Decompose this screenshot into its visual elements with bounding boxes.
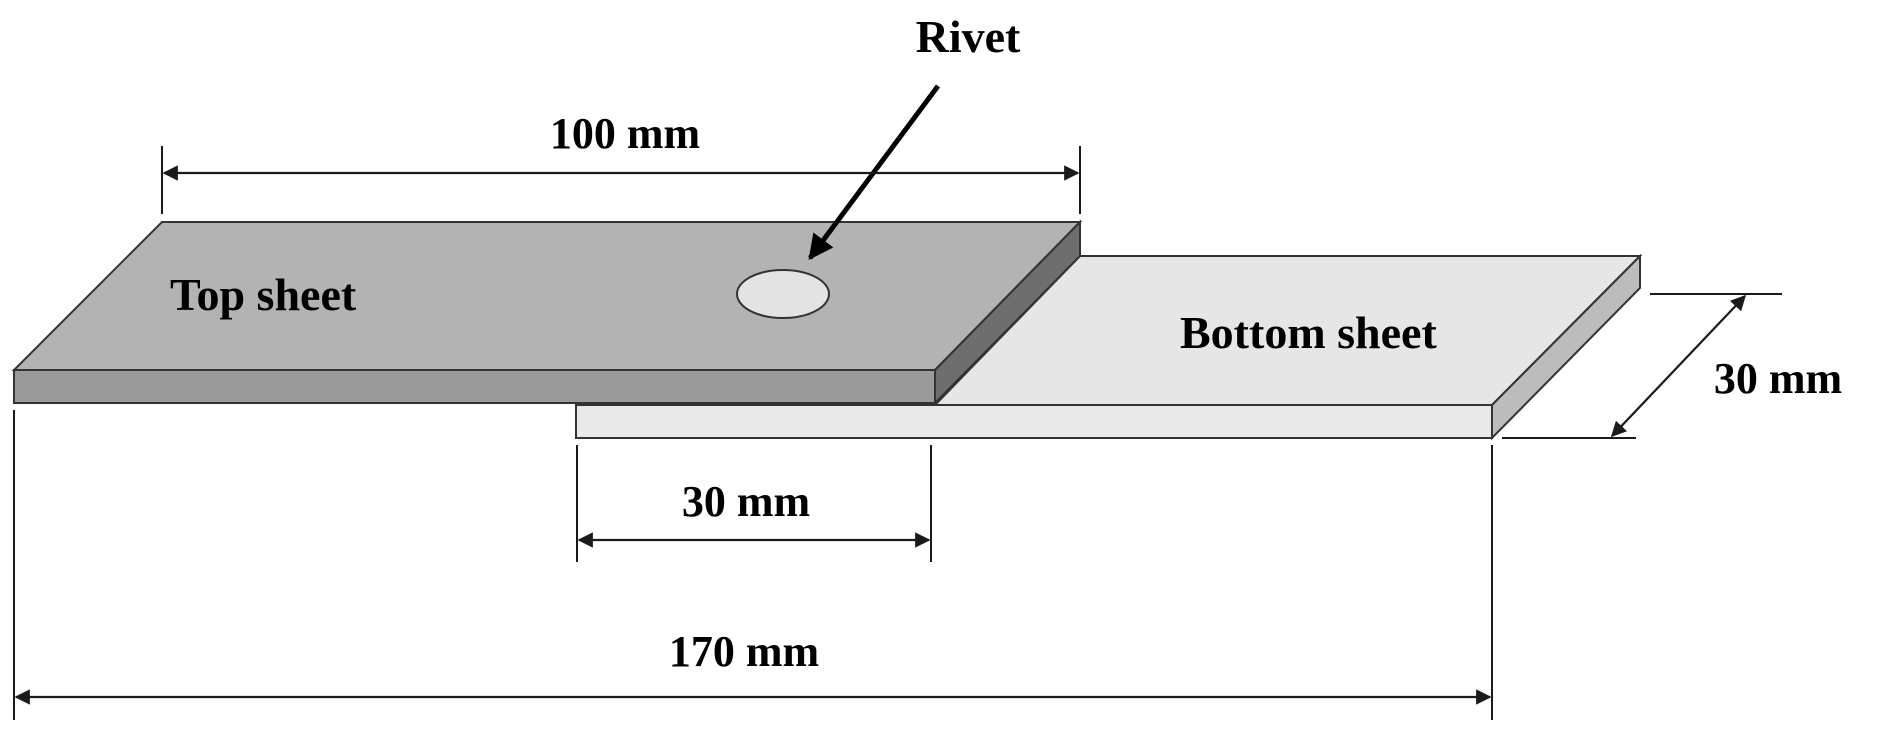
top-length-label: 100 mm	[550, 109, 700, 158]
bottom-sheet	[575, 253, 1643, 441]
top-sheet-front-face	[13, 369, 936, 404]
total-length-dimension: 170 mm	[13, 410, 1493, 720]
overlap-dimension: 30 mm	[576, 445, 932, 562]
bottom-sheet-front-face	[575, 404, 1493, 439]
top-sheet-label: Top sheet	[170, 269, 357, 320]
width-dimension: 30 mm	[1502, 293, 1842, 439]
width-label: 30 mm	[1714, 354, 1842, 403]
bottom-sheet-label: Bottom sheet	[1180, 307, 1437, 358]
rivet	[736, 269, 830, 319]
top-length-dimension: 100 mm	[161, 109, 1081, 214]
rivet-label: Rivet	[916, 11, 1021, 62]
overlap-label: 30 mm	[682, 477, 810, 526]
total-length-label: 170 mm	[669, 627, 819, 676]
